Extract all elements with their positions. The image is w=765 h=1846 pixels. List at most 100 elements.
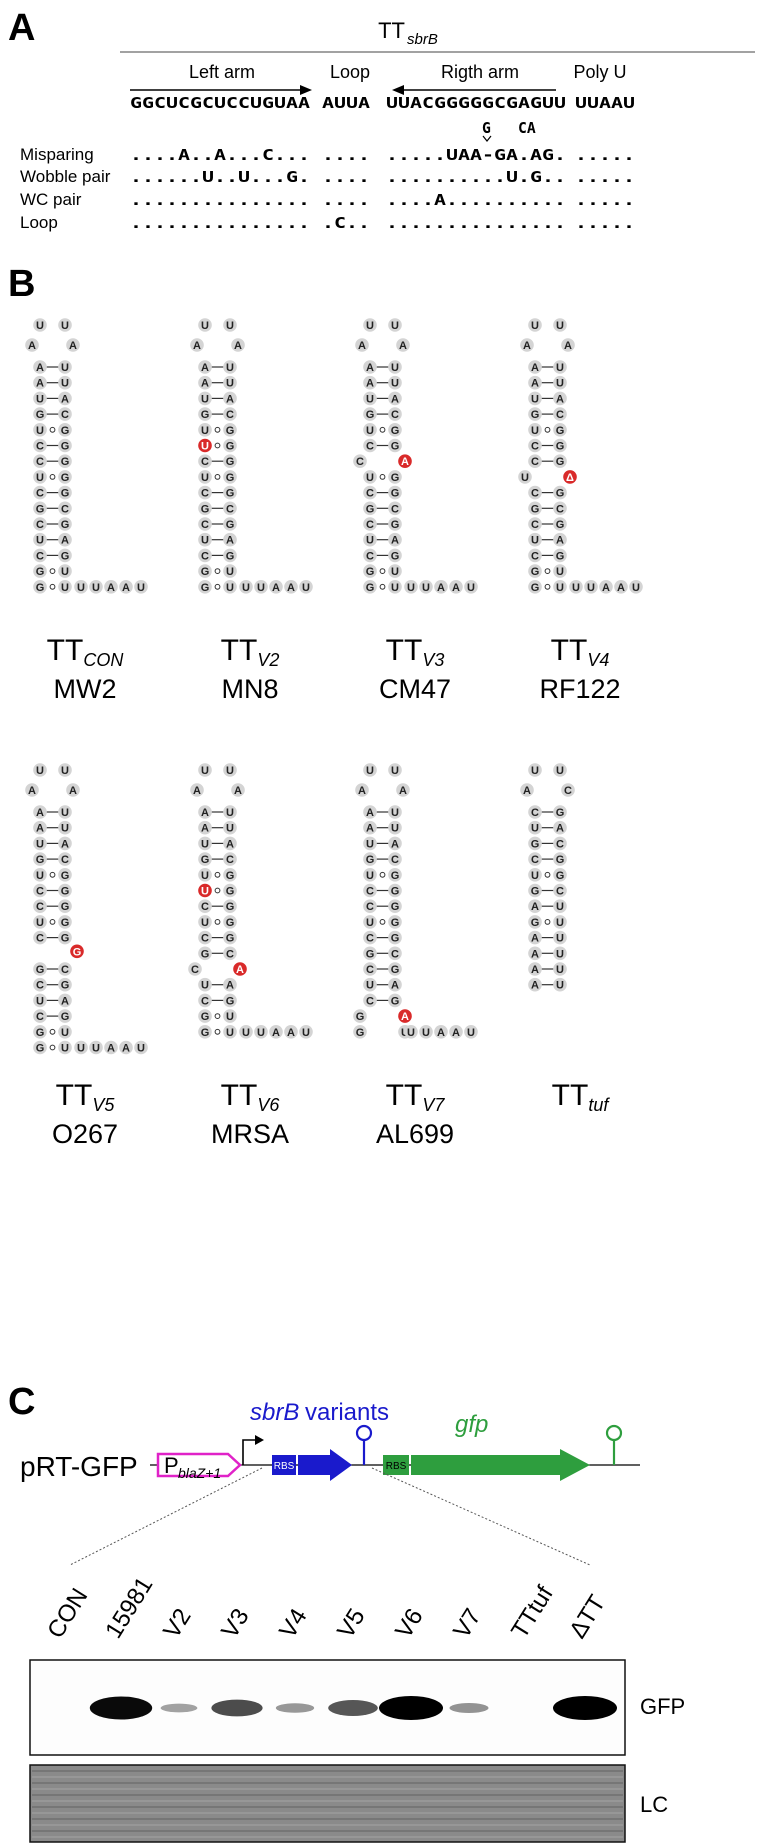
insertion-ca: CA (518, 120, 536, 137)
stem-nt-5p (363, 360, 377, 374)
panel-a-letter: A (8, 7, 35, 49)
stem-nt-5p-letter: U (36, 425, 44, 437)
strain-name: CM47 (379, 674, 451, 704)
row-right-arm: ............... (386, 215, 566, 232)
stem-nt-5p (33, 360, 47, 374)
tail-nt (464, 1025, 478, 1039)
stem-nt-5p-letter: C (531, 519, 539, 531)
wobble-bond (379, 426, 386, 433)
tail-nt (119, 580, 133, 594)
tail-nt-letter: U (137, 1043, 145, 1055)
stem-nt-3p (58, 564, 72, 578)
stem-nt-5p (33, 532, 47, 547)
stem-nt-5p-letter: G (36, 409, 45, 421)
rbs-1 (272, 1455, 296, 1475)
loop-nt-letter: U (366, 765, 374, 777)
stem-nt-3p-letter: G (226, 488, 235, 500)
stem-nt-5p (33, 805, 47, 819)
stem-nt-3p (553, 977, 567, 992)
stem-nt-3p (553, 930, 567, 945)
stem-nt-5p (198, 1025, 212, 1039)
stem-nt-3p (233, 962, 247, 976)
stem-nt-3p-letter: G (61, 933, 70, 945)
stem-nt-3p-letter: C (556, 886, 564, 898)
stem-nt-3p-letter: G (556, 870, 565, 882)
stem-nt-3p (223, 423, 237, 437)
stem-nt-3p (553, 962, 567, 976)
stem-nt-5p (353, 454, 367, 469)
stem-nt-5p-letter: G (201, 1027, 210, 1039)
tail-nt-letter: U (242, 1027, 250, 1039)
stem-nt-3p (388, 485, 402, 500)
stem-nt-5p-letter: U (366, 838, 374, 850)
stem-nt-3p-letter: U (556, 582, 564, 594)
tail-nt-letter: A (272, 582, 280, 594)
stem-nt-5p (33, 548, 47, 563)
stem-nt-5p (198, 485, 212, 500)
stem-nt-5p-letter: U (201, 838, 209, 850)
stem-nt-3p (563, 470, 577, 484)
stem-nt-3p-letter: G (226, 441, 235, 453)
stem-nt-5p-letter: A (531, 933, 539, 945)
lc-stripe (32, 1812, 623, 1814)
stem-nt-3p (553, 423, 567, 437)
stem-nt-3p-letter: U (61, 807, 69, 819)
stem-nt-5p-letter: A (531, 362, 539, 374)
row-right-arm: ..........U.G.. (386, 169, 566, 186)
stem-nt-5p (198, 470, 212, 484)
stem-nt-3p (553, 883, 567, 898)
stem-nt-5p-letter: A (531, 964, 539, 976)
loop-nt (33, 763, 47, 777)
stem-nt-5p (528, 868, 542, 882)
stem-nt-3p-letter: U (391, 807, 399, 819)
stem-nt-3p (223, 852, 237, 866)
stem-nt-5p (33, 1025, 47, 1039)
row-loop: .C.. (322, 215, 370, 232)
stem-nt-3p (388, 962, 402, 976)
stem-nt-3p-letter: G (226, 886, 235, 898)
tail-nt-letter: A (107, 1043, 115, 1055)
stem-nt-5p (33, 501, 47, 516)
lane-label: CON (42, 1584, 93, 1644)
stem-nt-3p (553, 517, 567, 531)
wobble-bond (379, 919, 386, 925)
stem-nt-5p-letter: C (531, 550, 539, 562)
seq-poly-u: UUAAU (575, 95, 635, 112)
stem-nt-3p (58, 548, 72, 563)
stem-nt-5p (33, 407, 47, 421)
structure-name: TTV5 (56, 1079, 116, 1115)
stem-nt-3p-letter: A (226, 980, 234, 992)
stem-nt-5p (518, 470, 532, 484)
stem-nt-3p-letter: G (61, 488, 70, 500)
gfp-band (553, 1696, 617, 1720)
loop-nt-letter: A (69, 785, 77, 797)
stem-nt-5p (363, 375, 377, 390)
stem-nt-5p-letter: A (366, 378, 374, 390)
stem-nt-5p (528, 962, 542, 976)
gfp-band (211, 1699, 263, 1717)
strain-name: O267 (52, 1119, 118, 1149)
lc-stripe (32, 1818, 623, 1820)
stem-nt-3p-letter: G (61, 886, 70, 898)
stem-nt-3p (553, 915, 567, 929)
stem-nt-3p (223, 438, 237, 453)
stem-nt-5p-letter: G (201, 1011, 210, 1023)
stem-nt-3p-letter: U (556, 933, 564, 945)
stem-nt-5p (198, 852, 212, 866)
stem-nt-3p (553, 580, 567, 594)
stem-nt-5p (528, 548, 542, 563)
stem-nt-3p-letter: G (391, 964, 400, 976)
construct-name: pRT-GFP (20, 1451, 138, 1482)
stem-nt-5p (363, 899, 377, 913)
stem-nt-5p-letter: G (531, 582, 540, 594)
stem-nt-3p (388, 977, 402, 992)
tail-nt-letter: U (77, 582, 85, 594)
tail-nt (89, 580, 103, 594)
stem-nt-5p-letter: G (531, 886, 540, 898)
stem-nt-5p (528, 360, 542, 374)
stem-nt-3p-letter: G (556, 456, 565, 468)
